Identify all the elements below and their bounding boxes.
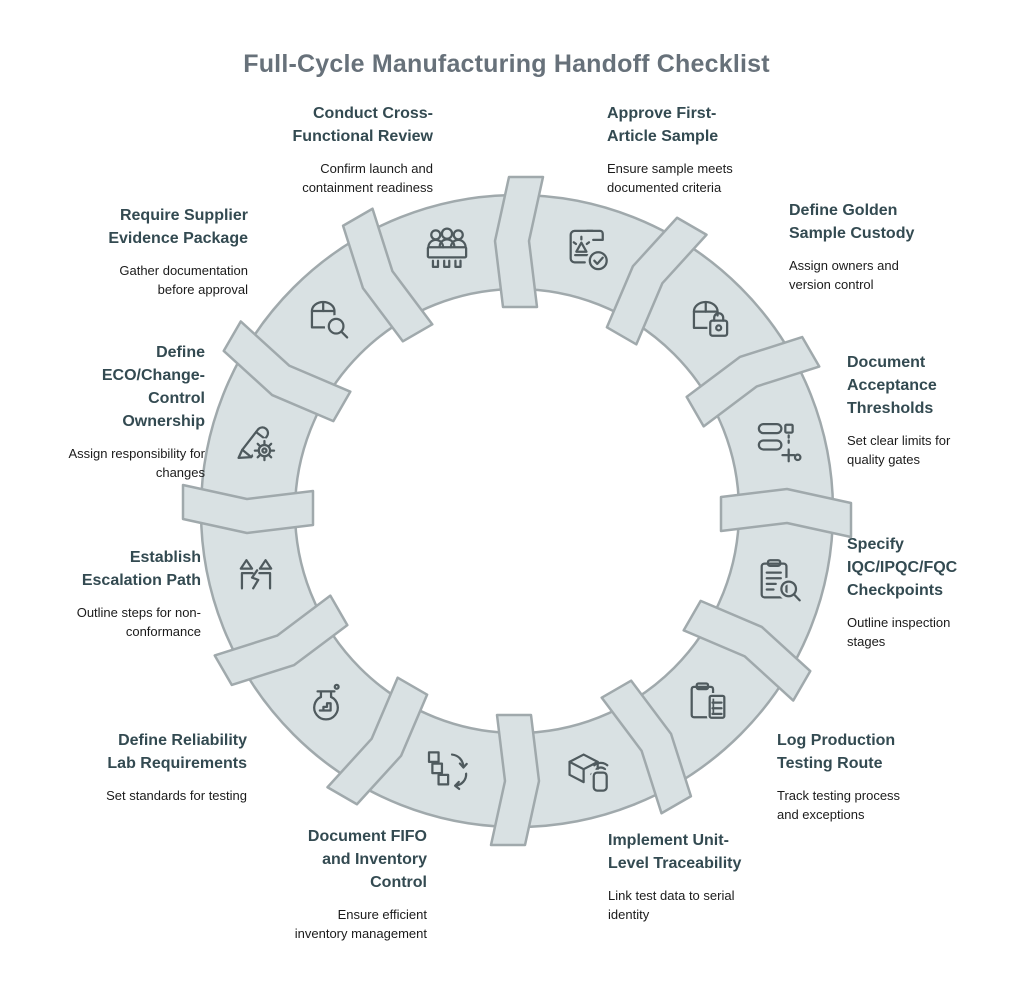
checklist-item: Document Acceptance Thresholds Set clear… [847, 351, 1009, 469]
item-title: Require Supplier Evidence Package [108, 207, 248, 247]
item-title: Document FIFO and Inventory Control [307, 828, 427, 891]
checklist-item: Implement Unit- Level Traceability Link … [608, 829, 828, 924]
page-title: Full-Cycle Manufacturing Handoff Checkli… [243, 50, 770, 78]
item-title: Conduct Cross- Functional Review [292, 105, 433, 145]
item-description: Outline inspection stages [847, 615, 951, 649]
segment-divider [600, 679, 693, 815]
item-description: Gather documentation before approval [119, 263, 248, 297]
item-title: Log Production Testing Route [777, 732, 896, 772]
item-description: Assign owners and version control [789, 258, 899, 292]
segment-divider [222, 320, 352, 423]
item-title: Establish Escalation Path [81, 549, 201, 589]
checklist-item: Define ECO/Change- Control Ownership Ass… [20, 341, 205, 482]
segment-divider [489, 713, 541, 847]
checklist-item: Conduct Cross- Functional Review Confirm… [211, 102, 433, 197]
segment-divider [326, 676, 429, 806]
segment-dividers [181, 175, 853, 847]
checklist-item: Define Reliability Lab Requirements Set … [25, 729, 247, 806]
segment-divider [719, 487, 853, 539]
segment-divider [181, 483, 315, 535]
segment-divider [685, 335, 821, 428]
item-title: Define Golden Sample Custody [789, 202, 915, 242]
item-description: Link test data to serial identity [608, 888, 735, 922]
item-title: Implement Unit- Level Traceability [608, 832, 742, 872]
item-description: Set clear limits for quality gates [847, 433, 951, 467]
segment-divider [341, 207, 434, 343]
item-title: Approve First- Article Sample [607, 105, 719, 145]
checklist-item: Document FIFO and Inventory Control Ensu… [205, 825, 427, 943]
item-description: Outline steps for non- conformance [76, 605, 201, 639]
checklist-item: Establish Escalation Path Outline steps … [5, 546, 201, 641]
segment-divider [213, 594, 349, 687]
checklist-item: Specify IQC/IPQC/FQC Checkpoints Outline… [847, 533, 1013, 651]
segment-divider [493, 175, 545, 309]
item-description: Assign responsibility for changes [68, 446, 205, 480]
item-description: Track testing process and exceptions [777, 788, 901, 822]
checklist-item: Log Production Testing Route Track testi… [777, 729, 1005, 824]
ring-inner-circle [293, 287, 741, 735]
item-description: Ensure sample meets documented criteria [607, 161, 733, 195]
segment-divider [605, 216, 708, 346]
item-title: Document Acceptance Thresholds [847, 354, 937, 417]
segment-divider [682, 599, 812, 702]
item-description: Ensure efficient inventory management [294, 907, 427, 941]
checklist-item: Require Supplier Evidence Package Gather… [26, 204, 248, 299]
item-description: Set standards for testing [106, 788, 247, 803]
checklist-item: Define Golden Sample Custody Assign owne… [789, 199, 994, 294]
item-title: Specify IQC/IPQC/FQC Checkpoints [847, 536, 958, 599]
item-title: Define Reliability Lab Requirements [107, 732, 247, 772]
item-title: Define ECO/Change- Control Ownership [101, 344, 205, 430]
item-description: Confirm launch and containment readiness [302, 161, 433, 195]
checklist-item: Approve First- Article Sample Ensure sam… [607, 102, 829, 197]
